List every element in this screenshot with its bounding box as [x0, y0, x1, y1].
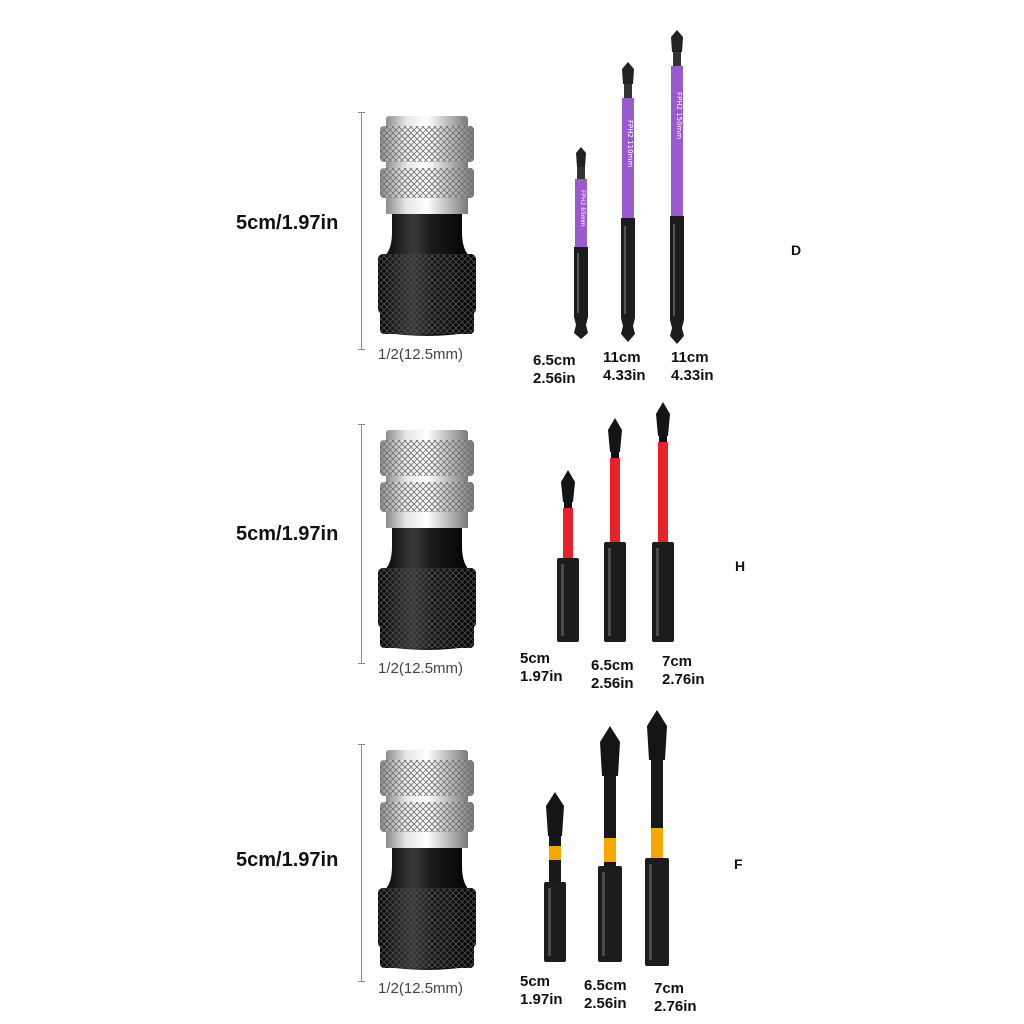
- purple-bit-110mm: FPH2 110mm: [621, 62, 635, 342]
- purple-bit-150mm: FPH2 150mm: [670, 30, 684, 344]
- red-bit-7cm: [652, 402, 674, 642]
- purple-bit-65mm: FPH2 65mm: [574, 147, 588, 339]
- drive-size-label: 1/2(12.5mm): [378, 346, 464, 363]
- adapter-height-label: 5cm/1.97in: [236, 523, 339, 545]
- adapter-height-label: 5cm/1.97in: [236, 212, 339, 234]
- dimension-line: [358, 424, 365, 664]
- adapter-height-label: 5cm/1.97in: [236, 849, 339, 871]
- variant-letter: D: [791, 242, 802, 258]
- yellow-bit-5cm: [544, 792, 566, 962]
- bit-print: FPH2 65mm: [579, 190, 586, 227]
- socket-adapter-image: [378, 430, 476, 650]
- product-row-d: 5cm/1.97in 1/2(12.5mm) FPH2 65mm FPH2 11…: [0, 0, 1024, 387]
- socket-adapter-image: [378, 116, 476, 336]
- drive-size-label: 1/2(12.5mm): [378, 660, 464, 677]
- dimension-line: [358, 744, 365, 982]
- yellow-bit-7cm: [645, 710, 669, 966]
- bit-print: FPH2 110mm: [626, 120, 634, 167]
- red-bit-6.5cm: [604, 418, 626, 642]
- socket-adapter-image: [378, 750, 476, 970]
- yellow-bit-6.5cm: [598, 726, 622, 962]
- red-bit-5cm: [557, 470, 579, 642]
- variant-letter: F: [734, 856, 743, 872]
- bit-print: FPH2 150mm: [675, 92, 683, 139]
- dimension-line: [358, 112, 365, 350]
- drive-size-label: 1/2(12.5mm): [378, 980, 464, 997]
- variant-letter: H: [735, 558, 746, 574]
